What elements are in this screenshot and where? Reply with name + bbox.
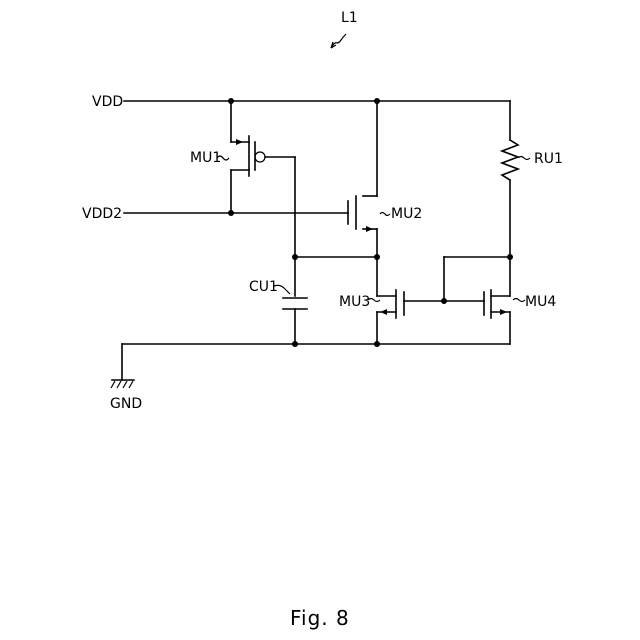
transistor-mu2: [348, 101, 377, 296]
vdd2-label: VDD2: [82, 206, 122, 222]
ref-label: L1: [341, 10, 358, 26]
ground-symbol: [111, 380, 134, 388]
resistor-ru1: [502, 101, 518, 296]
mu2-leader: [380, 213, 390, 216]
transistor-mu1: [231, 101, 295, 296]
vdd2-line: [124, 210, 348, 216]
ru1-leader: [518, 157, 530, 160]
gnd-rail: [122, 341, 510, 380]
mu4-leader: [513, 299, 525, 302]
transistor-mu3: [377, 290, 444, 344]
mu1-label: MU1: [190, 150, 221, 166]
mu3-label: MU3: [339, 294, 370, 310]
cu1-label: CU1: [249, 279, 278, 295]
mu2-label: MU2: [391, 206, 422, 222]
vdd-label: VDD: [92, 94, 123, 110]
capacitor-cu1: [283, 298, 307, 344]
middle-node: [292, 254, 380, 260]
ref-arrow: [331, 34, 346, 48]
ru1-label: RU1: [534, 151, 563, 167]
figure-caption: Fig. 8: [290, 606, 350, 630]
mu4-label: MU4: [525, 294, 556, 310]
vdd-rail: [124, 98, 510, 104]
gnd-label: GND: [110, 396, 142, 412]
transistor-mu4: [484, 290, 510, 344]
